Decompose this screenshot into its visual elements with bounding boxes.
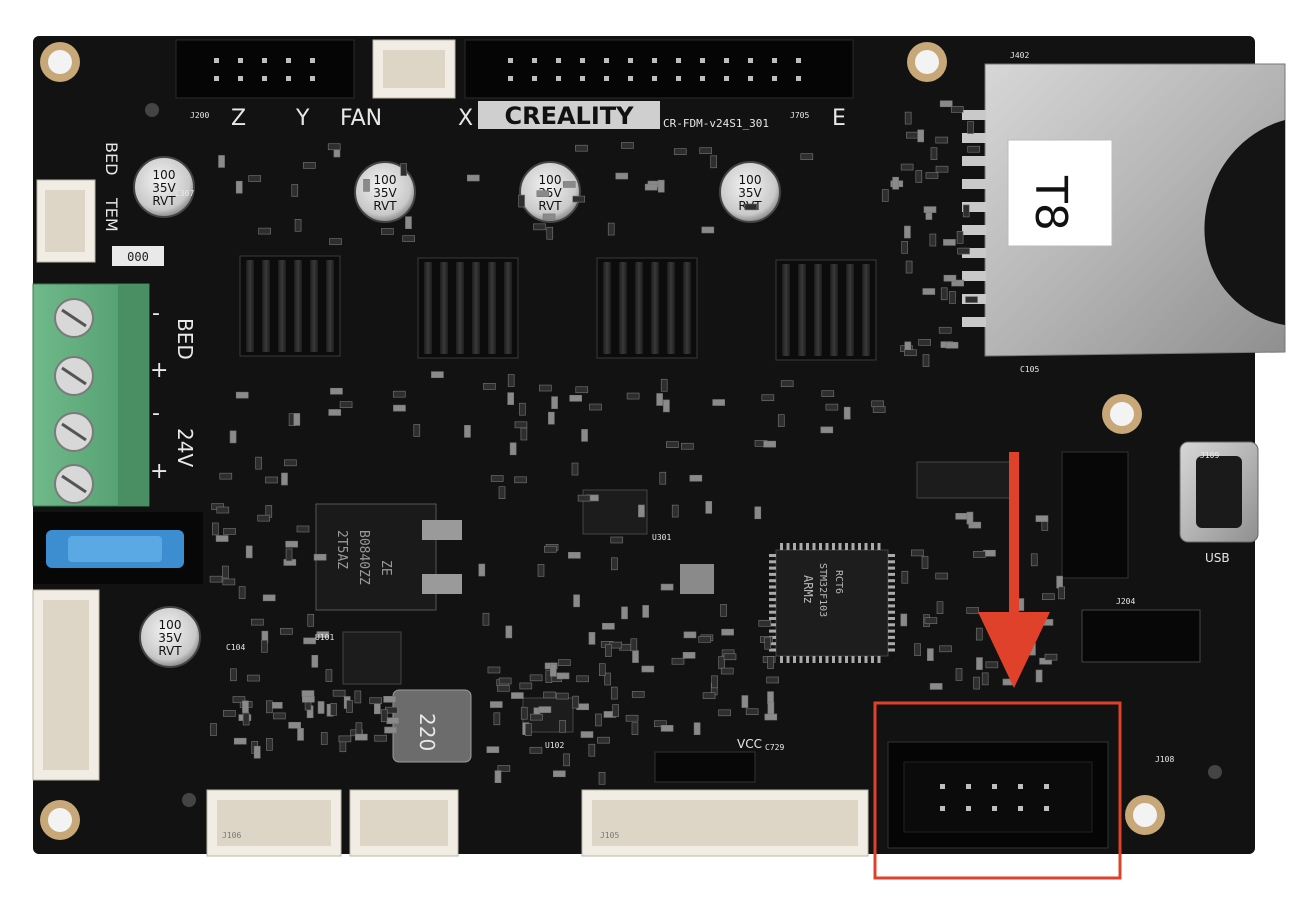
label-plus-1: + [150, 358, 168, 383]
capacitor-marking: 100 [159, 618, 182, 632]
idc-header-xe [464, 39, 854, 99]
vreg-marking-1: 2T5AZ [334, 530, 349, 569]
mounting-holes [40, 42, 1222, 840]
bottom-connectors [206, 789, 869, 857]
blade-fuse [33, 512, 203, 584]
label-fan: FAN [340, 106, 382, 131]
brand-logo: CREALITY [504, 102, 634, 130]
resistor-smd [112, 246, 164, 266]
sd-card-label: T8 [1025, 175, 1076, 231]
label-bed-small: BED [102, 142, 121, 175]
capacitor-marking: 100 [374, 173, 397, 187]
bed-temp-connector [36, 179, 96, 263]
capacitor-marking: RVT [373, 199, 397, 213]
refdes-u102: U102 [545, 741, 564, 750]
refdes-j705: J705 [790, 111, 809, 120]
usb-c-port [1179, 441, 1259, 543]
sd-card-slot [962, 63, 1286, 357]
vreg-marking-3: ZE [378, 560, 393, 576]
label-plus-2: + [150, 459, 168, 484]
right-pin-connector [1061, 451, 1129, 579]
svg-text:000: 000 [127, 250, 149, 264]
refdes-c729: C729 [765, 743, 784, 752]
label-z: Z [231, 106, 246, 131]
mcu-marking-3: RCT6 [833, 570, 844, 594]
label-minus-1: - [152, 401, 160, 426]
power-ic [342, 631, 402, 685]
mcu-marking-2: STM32F103 [817, 563, 828, 617]
label-vcc: VCC [737, 737, 762, 751]
refdes-j200: J200 [190, 111, 209, 120]
capacitor-marking: RVT [538, 199, 562, 213]
refdes-j105: J105 [600, 831, 619, 840]
capacitor-marking: 100 [153, 168, 176, 182]
crystal-oscillator [680, 564, 714, 594]
refdes-c307: C307 [175, 189, 194, 198]
arrow-head [978, 612, 1050, 688]
label-minus-2: - [152, 301, 160, 326]
highlight-annotation [873, 452, 1122, 880]
mcu-marking-1: ARMz [801, 575, 815, 604]
capacitor-marking: RVT [158, 644, 182, 658]
refdes-u101: U101 [315, 633, 334, 642]
mcu-stm32 [769, 543, 895, 663]
label-bed: BED [173, 318, 197, 360]
brand-logo-plate [478, 101, 660, 129]
refdes-j108: J108 [1155, 755, 1174, 764]
fan-connector [372, 39, 456, 99]
stepper-driver-heatsinks [239, 255, 877, 361]
capacitor-marking: 35V [158, 631, 182, 645]
label-tem: TEM [102, 197, 121, 232]
capacitor-marking: RVT [152, 194, 176, 208]
highlight-box [873, 701, 1122, 880]
refdes-c105: C105 [1020, 365, 1039, 374]
inductor-220 [392, 689, 472, 763]
power-screw-terminal [32, 283, 150, 507]
lcd-idc-header [887, 741, 1109, 849]
idc-header-zy [175, 39, 355, 99]
right-bulk-component [1081, 609, 1201, 663]
side-jst-connector [32, 589, 100, 781]
capacitor-marking: 35V [738, 186, 762, 200]
refdes-c104: C104 [226, 643, 245, 652]
capacitor-marking: 100 [739, 173, 762, 187]
label-x: X [458, 106, 473, 131]
label-e: E [832, 106, 846, 131]
capacitor-marking: 100 [539, 173, 562, 187]
board-model-label: CR-FDM-v24S1_301 [663, 117, 769, 130]
refdes-j204: J204 [1116, 597, 1135, 606]
voltage-regulator [315, 503, 462, 611]
label-24v: 24V [173, 428, 197, 467]
refdes-u301: U301 [652, 533, 671, 542]
smd-components [209, 100, 1065, 785]
vreg-marking-2: B0840ZZ [356, 530, 371, 585]
usb-serial-ic [916, 461, 1012, 499]
inductor-value: 220 [415, 713, 439, 751]
label-usb: USB [1205, 551, 1230, 565]
refdes-j109: J109 [1200, 451, 1219, 460]
capacitor-marking: 35V [152, 181, 176, 195]
label-y: Y [295, 106, 310, 131]
capacitor-marking: 35V [373, 186, 397, 200]
refdes-j106: J106 [222, 831, 241, 840]
vcc-pin-header [654, 751, 756, 783]
refdes-j402: J402 [1010, 51, 1029, 60]
